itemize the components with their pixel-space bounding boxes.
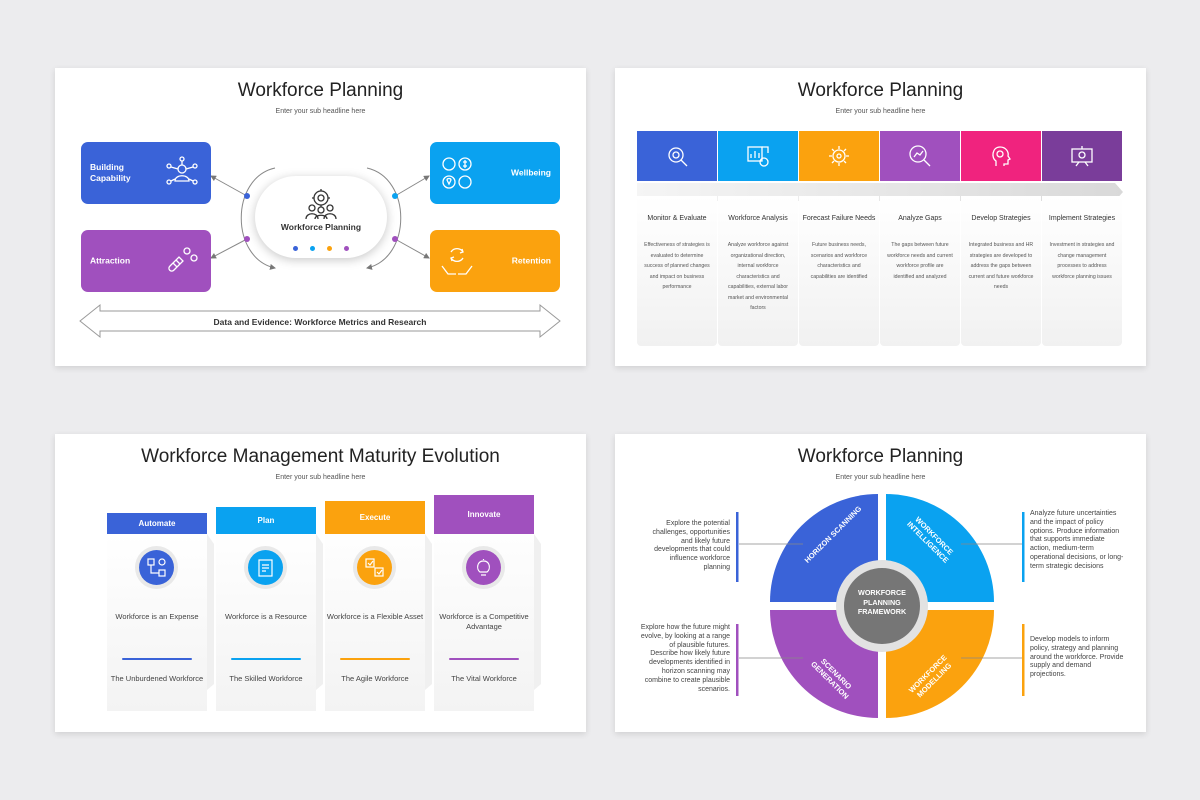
stage-divider xyxy=(122,658,192,660)
step-body: Integrated business and HR strategies ar… xyxy=(968,242,1034,290)
slide-workforce-planning-cycle[interactable]: Workforce Planning Enter your sub headli… xyxy=(55,68,586,366)
step-column-implement: Implement Strategies Investment in strat… xyxy=(1042,196,1122,346)
step-column-analysis: Workforce Analysis Analyze workforce aga… xyxy=(718,196,798,346)
slide-workforce-planning-steps[interactable]: Workforce Planning Enter your sub headli… xyxy=(615,68,1146,366)
slide-planning-framework[interactable]: Workforce Planning Enter your sub headli… xyxy=(615,434,1146,732)
step-header-monitor[interactable] xyxy=(637,131,717,181)
stage-description: Workforce is a Competitive Advantage xyxy=(439,612,529,631)
stage-description: Workforce is a Flexible Asset xyxy=(326,612,424,621)
step-header-analysis[interactable] xyxy=(718,131,798,181)
framework-wheel[interactable] xyxy=(615,434,1146,732)
center-label: Workforce Planning xyxy=(280,222,362,232)
attraction-label: Attraction xyxy=(90,255,131,266)
stage-workforce-type: The Skilled Workforce xyxy=(229,674,303,683)
step-body: Effectiveness of strategies is evaluated… xyxy=(644,242,710,290)
stage-chevrons xyxy=(207,534,541,690)
slide-title: Workforce Management Maturity Evolution xyxy=(141,446,500,467)
workforce-modelling-text: Develop models to inform policy, strateg… xyxy=(1030,636,1124,679)
strategy-board-icon xyxy=(1071,146,1093,167)
wellbeing-label: Wellbeing xyxy=(511,167,551,178)
chart-analysis-icon xyxy=(747,146,769,167)
step-column-gaps: Analyze Gaps The gaps between future wor… xyxy=(880,196,960,346)
data-evidence-bar-label: Data and Evidence: Workforce Metrics and… xyxy=(213,317,427,327)
step-heading: Implement Strategies xyxy=(1048,215,1116,222)
stage-header-plan: Plan xyxy=(216,507,316,534)
retention-label: Retention xyxy=(511,255,551,266)
slide-maturity-evolution[interactable]: Workforce Management Maturity Evolution … xyxy=(55,434,586,732)
step-column-develop: Develop Strategies Integrated business a… xyxy=(961,196,1041,346)
magnet-people-icon xyxy=(168,247,198,272)
framework-center xyxy=(844,568,920,644)
slide-title: Workforce Planning xyxy=(797,446,964,467)
building-capability-label: Building Capability xyxy=(90,162,131,183)
workforce-intelligence-text: Analyze future uncertainties and the imp… xyxy=(1030,510,1124,570)
step-heading: Analyze Gaps xyxy=(898,215,942,222)
stage-description: Workforce is a Resource xyxy=(225,612,307,621)
plan-document-icon xyxy=(248,550,283,585)
framework-center-label: WORKFORCE PLANNING FRAMEWORK xyxy=(857,588,907,616)
slide-title: Workforce Planning xyxy=(797,80,964,101)
horizon-scanning-text: Explore the potential challenges, opport… xyxy=(652,520,730,571)
step-heading: Forecast Failure Needs xyxy=(802,215,876,222)
stage-header-execute: Execute xyxy=(325,501,425,534)
stage-header-innovate: Innovate xyxy=(434,495,534,534)
color-dots xyxy=(255,238,387,256)
stage-workforce-type: The Unburdened Workforce xyxy=(110,674,204,683)
wellbeing-icons xyxy=(442,157,472,189)
execute-tasks-icon xyxy=(357,550,392,585)
head-idea-icon xyxy=(992,146,1011,166)
stage-divider xyxy=(340,658,410,660)
center-hub[interactable]: Workforce Planning xyxy=(255,176,387,258)
step-body: Future business needs, scenarios and wor… xyxy=(810,242,868,280)
step-heading: Workforce Analysis xyxy=(728,215,788,222)
step-body: Analyze workforce against organizational… xyxy=(727,242,789,311)
stage-workforce-type: The Vital Workforce xyxy=(451,674,517,683)
stage-divider xyxy=(231,658,301,660)
step-heading: Monitor & Evaluate xyxy=(647,215,707,222)
magnifier-target-icon xyxy=(668,147,688,167)
step-header-implement[interactable] xyxy=(1042,131,1122,181)
stage-card-innovate[interactable] xyxy=(434,516,534,711)
step-body: Investment in strategies and change mana… xyxy=(1049,242,1115,280)
step-header-gaps[interactable] xyxy=(880,131,960,181)
network-people-icon xyxy=(166,156,198,185)
slide-subtitle: Enter your sub headline here xyxy=(835,108,926,115)
hands-cycle-icon xyxy=(441,248,473,275)
step-column-monitor: Monitor & Evaluate Effectiveness of stra… xyxy=(637,196,717,346)
search-chart-icon xyxy=(909,145,931,167)
scenario-generation-text: Explore how the future might evolve, by … xyxy=(640,624,730,693)
gear-icon xyxy=(829,146,849,166)
step-body: The gaps between future workforce needs … xyxy=(887,242,953,280)
stage-header-automate: Automate xyxy=(107,513,207,534)
stage-divider xyxy=(449,658,519,660)
stage-workforce-type: The Agile Workforce xyxy=(341,674,409,683)
building-capability-card[interactable]: Building Capability xyxy=(81,142,211,204)
innovation-bulb-icon xyxy=(466,550,501,585)
slide-title: Workforce Planning xyxy=(237,80,404,101)
wellbeing-card[interactable]: Wellbeing xyxy=(430,142,560,204)
step-header-develop[interactable] xyxy=(961,131,1041,181)
workflow-icon xyxy=(139,550,174,585)
slide-subtitle: Enter your sub headline here xyxy=(835,474,926,481)
step-heading: Develop Strategies xyxy=(971,215,1031,222)
slide-subtitle: Enter your sub headline here xyxy=(275,108,366,115)
slide-subtitle: Enter your sub headline here xyxy=(275,474,366,481)
attraction-card[interactable]: Attraction xyxy=(81,230,211,292)
connector-lines xyxy=(79,167,561,339)
team-gear-icon xyxy=(305,189,337,220)
step-header-forecast[interactable] xyxy=(799,131,879,181)
retention-card[interactable]: Retention xyxy=(430,230,560,292)
step-column-forecast: Forecast Failure Needs Future business n… xyxy=(799,196,879,346)
stage-description: Workforce is an Expense xyxy=(115,612,199,621)
